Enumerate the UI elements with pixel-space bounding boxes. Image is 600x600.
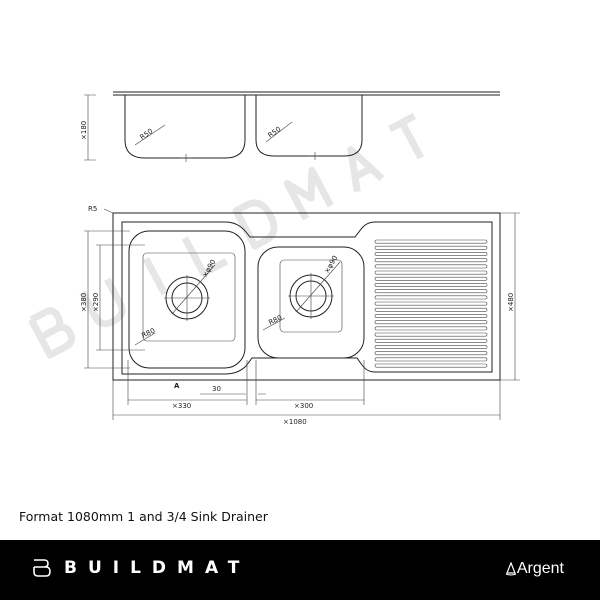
profile-height-label: ×180 <box>80 121 88 140</box>
bowl-depth-label: ×380 <box>80 293 88 312</box>
left-bowl-width-label: ×330 <box>172 402 191 410</box>
sink-technical-drawing: ×180 R50 R50 R5 ×480 ×380 ×290 ×φ90 ×φ90… <box>28 91 520 426</box>
overall-width-label: ×1080 <box>283 418 307 426</box>
drainer-rib <box>374 320 488 325</box>
drainer-rib <box>374 289 488 294</box>
gap-label: 30 <box>212 385 221 393</box>
droplet-icon <box>505 562 517 576</box>
partner-name: Argent <box>516 560 564 577</box>
waste-right-label: ×φ90 <box>323 254 340 275</box>
drainer-rib <box>374 307 488 312</box>
small-bowl-depth-label: ×290 <box>92 293 100 312</box>
footer-bar: BUILDMAT Argent <box>0 540 600 600</box>
drainer-rib <box>374 245 488 250</box>
drainer-rib <box>374 338 488 343</box>
drainer-rib <box>374 283 488 287</box>
brand-name: BUILDMAT <box>64 558 251 578</box>
drainer-rib <box>374 332 488 337</box>
buildmat-logo: BUILDMAT <box>32 558 250 578</box>
drainer-rib <box>374 252 488 256</box>
drainer-rib <box>374 295 488 300</box>
corner-radius-label: R5 <box>88 205 97 213</box>
drainer-rib <box>374 363 488 368</box>
overall-depth-label: ×480 <box>507 293 515 312</box>
drainer-rib <box>374 314 488 318</box>
side-profile <box>84 91 500 162</box>
bowl-radius-right-label: R80 <box>267 314 283 327</box>
watermark <box>28 112 424 359</box>
drainer-rib <box>374 326 488 331</box>
plan-view <box>112 212 501 381</box>
product-caption: Format 1080mm 1 and 3/4 Sink Drainer <box>19 509 268 524</box>
profile-radius-left: R50 <box>139 127 155 141</box>
drainer-rib <box>374 351 488 356</box>
right-bowl-width-label: ×300 <box>294 402 313 410</box>
drainer-rib <box>374 270 488 275</box>
section-marker: A <box>174 382 180 390</box>
drainer-rib <box>374 264 488 269</box>
profile-radius-right: R50 <box>267 125 283 139</box>
drainer-rib <box>374 276 488 281</box>
drainer-rib <box>374 301 488 306</box>
buildmat-logo-icon <box>33 559 51 577</box>
dimension-lines <box>84 208 520 420</box>
drainer-rib <box>374 345 488 349</box>
drainer-rib <box>374 258 488 263</box>
drainer-rib <box>374 357 488 362</box>
argent-logo: Argent <box>505 560 564 578</box>
drainer-rib <box>374 239 488 244</box>
